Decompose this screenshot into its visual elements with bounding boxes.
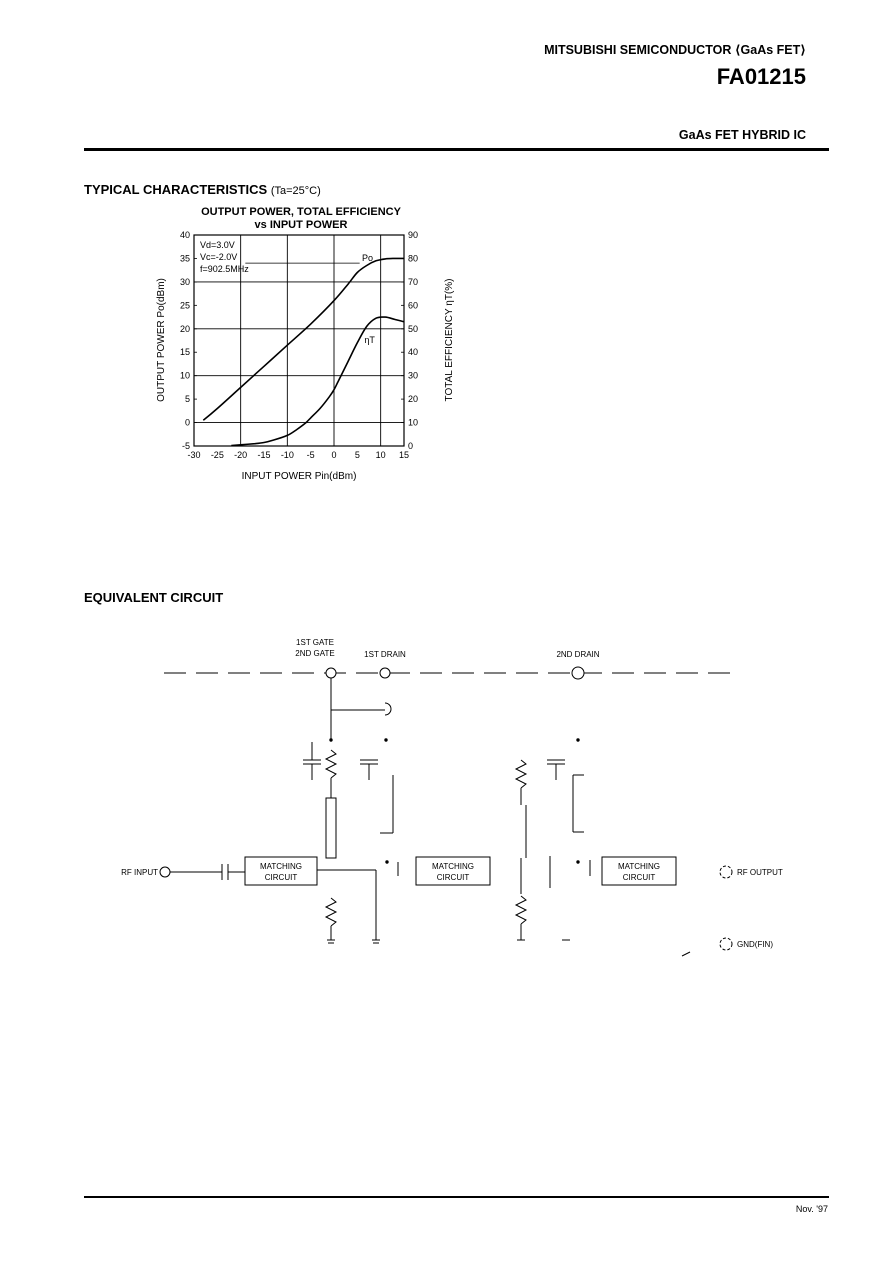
matching-circuit-3-box bbox=[601, 856, 677, 886]
x-tick-label: -10 bbox=[281, 450, 294, 460]
footer-rule bbox=[84, 1196, 829, 1198]
label-rf-input: RF INPUT bbox=[121, 868, 158, 877]
product-type: GaAs FET HYBRID IC bbox=[678, 128, 806, 142]
y-right-tick-label: 60 bbox=[408, 300, 418, 310]
label-2nd-gate: 2ND GATE bbox=[295, 649, 334, 658]
series-po-line bbox=[202, 257, 404, 421]
matching-3-label-a: MATCHING bbox=[618, 862, 660, 871]
section-typical-characteristics: TYPICAL CHARACTERISTICS (Ta=25°C) bbox=[84, 182, 321, 197]
footer-date: Nov. '97 bbox=[795, 1204, 828, 1214]
part-number: FA01215 bbox=[716, 64, 806, 89]
y-right-tick-label: 10 bbox=[408, 418, 418, 428]
fet1-icon bbox=[385, 860, 389, 864]
x-tick-label: 5 bbox=[355, 450, 360, 460]
branch-arc-icon bbox=[384, 702, 392, 716]
label-rf-output: RF OUTPUT bbox=[737, 868, 783, 877]
y-left-tick-label: 15 bbox=[180, 347, 190, 357]
section-condition: (Ta=25°C) bbox=[270, 185, 321, 197]
label-1st-gate: 1ST GATE bbox=[296, 638, 334, 647]
matching-circuit-1-box bbox=[244, 856, 318, 886]
drain2-terminal-icon bbox=[571, 666, 585, 680]
x-tick-label: -15 bbox=[257, 450, 270, 460]
y-right-tick-label: 0 bbox=[408, 441, 413, 451]
rf-output-terminal-icon bbox=[719, 865, 733, 879]
y-axis-right-label: TOTAL EFFICIENCY ηT(%) bbox=[444, 279, 455, 402]
resistor-icon bbox=[514, 759, 528, 789]
y-left-tick-label: 40 bbox=[180, 230, 190, 240]
y-right-tick-label: 40 bbox=[408, 347, 418, 357]
header-rule bbox=[84, 148, 829, 151]
transmission-line-icon bbox=[325, 797, 337, 859]
x-tick-label: 10 bbox=[376, 450, 386, 460]
y-right-tick-label: 80 bbox=[408, 253, 418, 263]
chart-condition-text: Vd=3.0V bbox=[200, 240, 235, 250]
y-left-tick-label: 30 bbox=[180, 277, 190, 287]
chart-title-line2: vs INPUT POWER bbox=[254, 219, 348, 231]
y-left-tick-label: 10 bbox=[180, 371, 190, 381]
gnd-terminal-icon bbox=[719, 937, 733, 951]
chart-condition-text: Vc=-2.0V bbox=[200, 252, 237, 262]
x-tick-label: 15 bbox=[399, 450, 409, 460]
company-name: MITSUBISHI SEMICONDUCTOR ⟨GaAs FET⟩ bbox=[544, 43, 806, 57]
y-right-tick-label: 70 bbox=[408, 277, 418, 287]
label-1st-drain: 1ST DRAIN bbox=[364, 650, 406, 659]
plot-frame bbox=[193, 234, 405, 447]
y-left-tick-label: 5 bbox=[185, 394, 190, 404]
x-tick-label: -20 bbox=[234, 450, 247, 460]
series-eta-label: ηT bbox=[364, 335, 375, 345]
characteristics-chart: -30 -25 -20 -15 -10 -5 0 5 10 15 -5 0 5 10 15 20 25 30 35 4… bbox=[156, 230, 455, 482]
y-left-tick-label: -5 bbox=[182, 441, 190, 451]
y-left-tick-label: 20 bbox=[180, 324, 190, 334]
y-right-tick-label: 20 bbox=[408, 394, 418, 404]
x-tick-label: 0 bbox=[331, 450, 336, 460]
fet2-icon bbox=[576, 860, 580, 864]
y-axis-left-label: OUTPUT POWER Po(dBm) bbox=[156, 278, 167, 402]
y-right-tick-label: 50 bbox=[408, 324, 418, 334]
y-right-tick-label: 90 bbox=[408, 230, 418, 240]
drain1-terminal-icon bbox=[379, 667, 391, 679]
chart-condition-text: f=902.5MHz bbox=[200, 264, 249, 274]
matching-1-label-a: MATCHING bbox=[260, 862, 302, 871]
chart-grid bbox=[194, 235, 404, 446]
label-2nd-drain: 2ND DRAIN bbox=[556, 650, 599, 659]
y-left-tick-label: 25 bbox=[180, 300, 190, 310]
rf-input-terminal-icon bbox=[159, 866, 171, 878]
x-tick-label: -30 bbox=[187, 450, 200, 460]
matching-2-label-a: MATCHING bbox=[432, 862, 474, 871]
matching-1-label-b: CIRCUIT bbox=[265, 873, 298, 882]
matching-2-label-b: CIRCUIT bbox=[437, 873, 470, 882]
equivalent-circuit-diagram: 1ST GATE 2ND GATE 1ST DRAIN 2ND DRAIN RF… bbox=[121, 638, 783, 957]
chart-title-line1: OUTPUT POWER, TOTAL EFFICIENCY bbox=[201, 206, 401, 218]
section-equivalent-circuit: EQUIVALENT CIRCUIT bbox=[84, 590, 224, 605]
matching-circuit-2-box bbox=[415, 856, 491, 886]
series-eta-line bbox=[231, 316, 405, 447]
y-right-tick-label: 30 bbox=[408, 371, 418, 381]
label-gnd: GND(FIN) bbox=[737, 940, 773, 949]
y-left-tick-label: 0 bbox=[185, 418, 190, 428]
resistor-icon bbox=[514, 895, 528, 925]
y-left-tick-label: 35 bbox=[180, 253, 190, 263]
resistor-icon bbox=[324, 749, 338, 779]
section-title: TYPICAL CHARACTERISTICS bbox=[84, 182, 268, 197]
x-tick-label: -5 bbox=[307, 450, 315, 460]
resistor-icon bbox=[324, 897, 338, 927]
series-po-label: Po bbox=[362, 253, 373, 263]
x-tick-label: -25 bbox=[211, 450, 224, 460]
gate-terminal-icon bbox=[325, 667, 337, 679]
matching-3-label-b: CIRCUIT bbox=[623, 873, 656, 882]
x-axis-label: INPUT POWER Pin(dBm) bbox=[242, 471, 357, 482]
chart-tick-labels: -30 -25 -20 -15 -10 -5 0 5 10 15 -5 0 5 10 15 20 25 30 35 4… bbox=[180, 230, 418, 460]
chart-conditions: Vd=3.0V Vc=-2.0V f=902.5MHz bbox=[200, 240, 249, 274]
